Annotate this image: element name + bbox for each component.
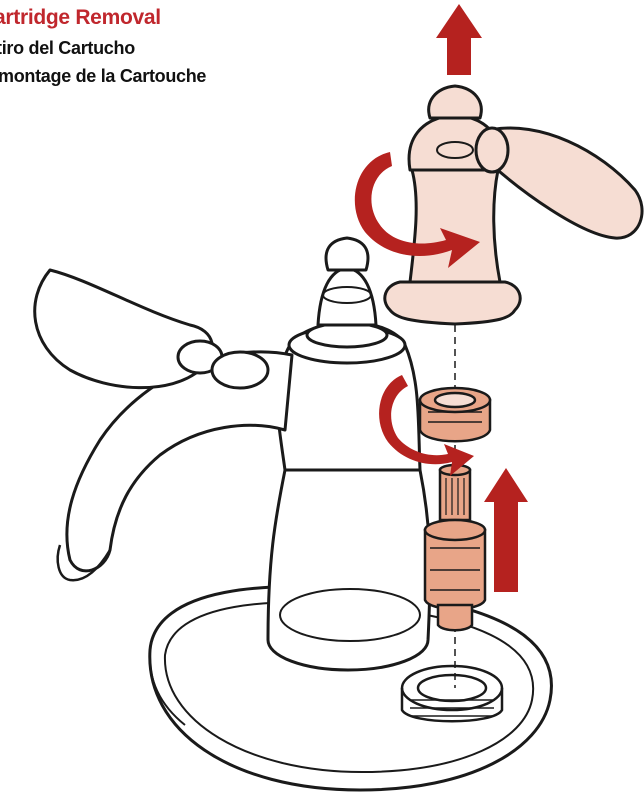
up-arrow-icon (436, 4, 482, 75)
cartridge (425, 465, 485, 630)
title-english: artridge Removal (0, 6, 161, 30)
title-spanish: tiro del Cartucho (0, 38, 135, 59)
handle (385, 86, 642, 324)
up-arrow-icon (484, 468, 528, 592)
bonnet-nut (420, 388, 490, 441)
title-french: montage de la Cartouche (0, 66, 206, 87)
